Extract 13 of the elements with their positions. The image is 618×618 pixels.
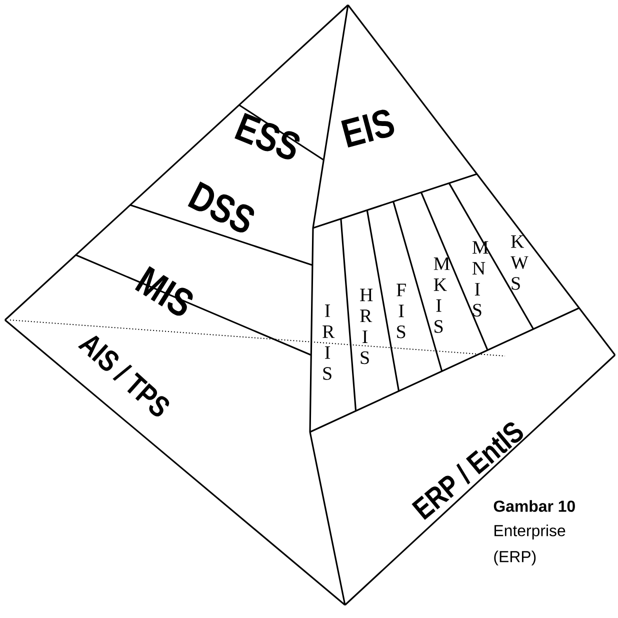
layer-label: ESS [234,112,300,160]
caption-text: Enterprise [494,524,566,540]
layer-label: DSS [188,182,254,232]
system-label: MKIS [434,258,450,333]
system-label: IRIS [322,304,335,380]
system-label: HRIS [360,288,373,364]
system-label: FIS [396,284,406,338]
caption-text: (ERP) [494,550,536,566]
caption-text: Gambar 10 [494,500,575,512]
layer-label: MIS [134,266,193,316]
layer-label: AIS / TPS [78,336,170,416]
system-label: KWS [510,235,528,290]
layer-label: EIS [341,110,394,148]
